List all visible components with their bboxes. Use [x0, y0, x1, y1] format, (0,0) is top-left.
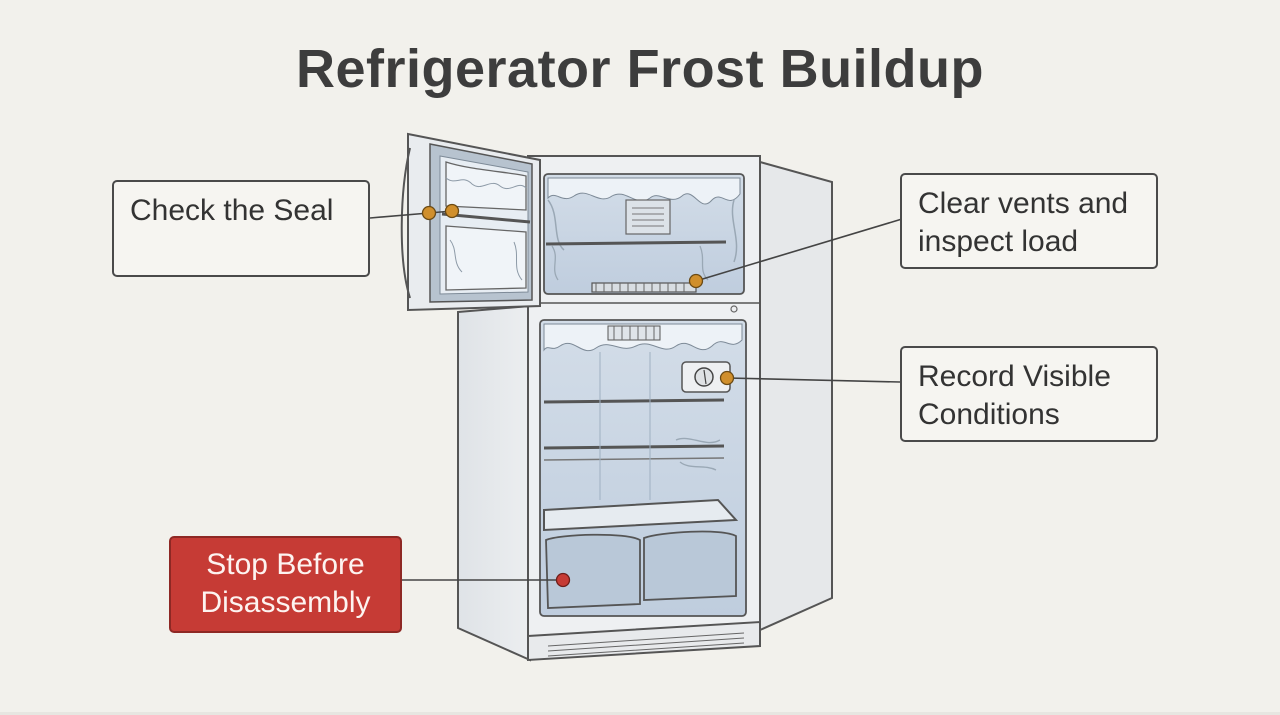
cabinet-side-panel [759, 160, 833, 632]
seal-leader [369, 212, 430, 219]
page-title: Refrigerator Frost Buildup [295, 39, 985, 99]
callout-record-conditions: Record Visible Conditions [900, 346, 1158, 442]
bottom-strip [0, 712, 1280, 715]
door-bin-upper [445, 161, 527, 211]
door-bin-lower [445, 225, 527, 291]
callout-stop-disassembly: Stop Before Disassembly [169, 536, 402, 633]
kick-plate [527, 620, 761, 662]
record-leader [726, 377, 901, 383]
vents-marker [688, 273, 704, 289]
crisper-drawer-left [545, 533, 641, 609]
freezer-vent-grille [625, 199, 671, 235]
crisper-cover-shelf [543, 498, 739, 532]
callout-clear-vents: Clear vents and inspect load [900, 173, 1158, 269]
fridge-compartment [539, 319, 747, 617]
freezer-compartment [543, 173, 745, 295]
fridge-shelf-1 [543, 398, 725, 404]
fridge-shelf-3 [543, 457, 725, 461]
vents-leader [695, 218, 903, 282]
record-marker [719, 370, 735, 386]
crisper-drawer-right [643, 530, 737, 601]
fridge-air-vent [607, 325, 661, 341]
fridge-shelf-2 [543, 444, 725, 450]
stop-marker [555, 572, 571, 588]
freezer-shelf [545, 240, 727, 246]
callout-check-seal: Check the Seal [112, 180, 370, 277]
seal-marker-inner [444, 203, 460, 219]
cabinet-left-panel [457, 304, 531, 662]
seal-marker-outer [421, 205, 437, 221]
freezer-door [400, 132, 541, 312]
